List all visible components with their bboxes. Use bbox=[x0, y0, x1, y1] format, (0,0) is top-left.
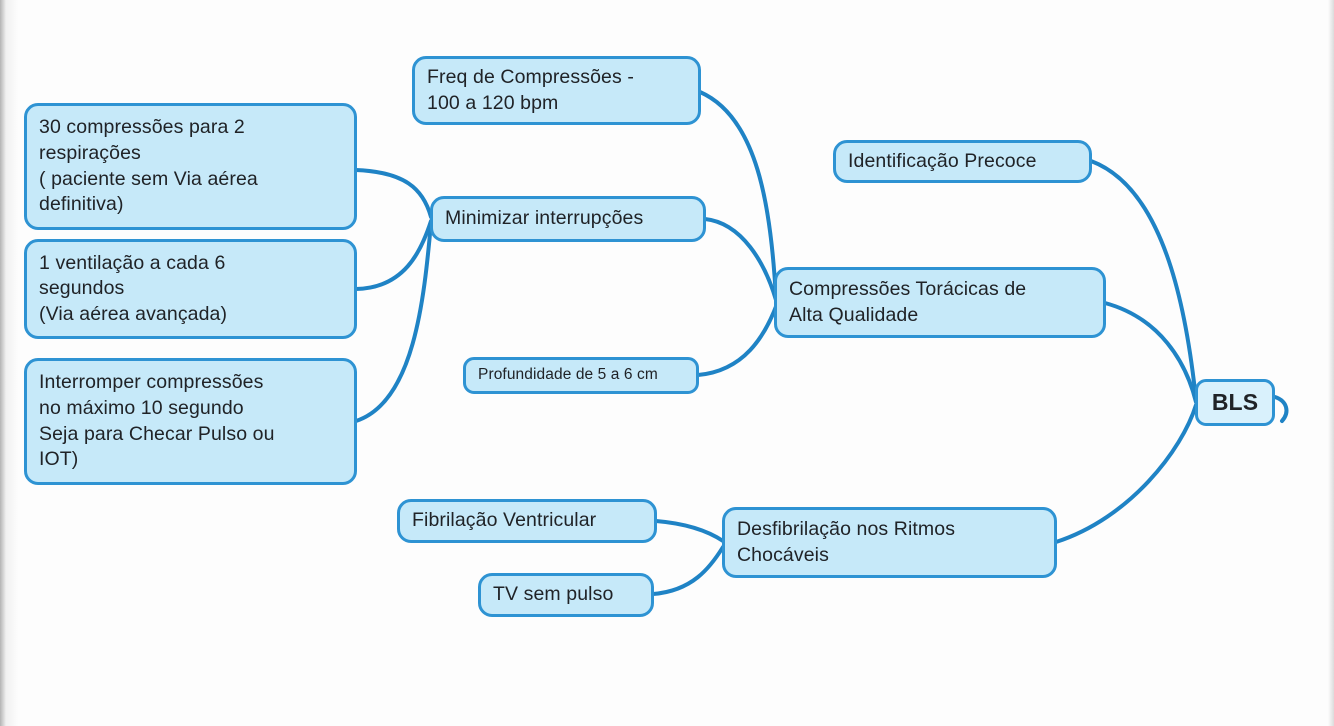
node-label: Profundidade de 5 a 6 cm bbox=[478, 366, 658, 384]
connector-ventilacao-minimizar bbox=[354, 219, 433, 291]
connector-comp30-minimizar bbox=[354, 168, 433, 219]
node-profundidade[interactable]: Profundidade de 5 a 6 cm bbox=[463, 357, 699, 394]
connector-minimizar-comptoracicas bbox=[703, 217, 778, 302]
connector-comptoracicas-bls bbox=[1103, 301, 1198, 404]
connector-interromper-minimizar bbox=[354, 221, 433, 423]
node-label: TV sem pulso bbox=[493, 583, 614, 606]
node-label: Interromper compressões no máximo 10 seg… bbox=[39, 371, 275, 471]
connector-fibrilacao-desfibrilacao bbox=[654, 519, 725, 543]
root-label: BLS bbox=[1211, 389, 1259, 416]
node-root-bls[interactable]: BLS bbox=[1195, 379, 1275, 426]
node-label: Identificação Precoce bbox=[848, 149, 1037, 172]
node-compressoes-toracicas[interactable]: Compressões Torácicas de Alta Qualidade bbox=[774, 267, 1106, 338]
node-label: Compressões Torácicas de Alta Qualidade bbox=[789, 277, 1027, 326]
node-label: Desfibrilação nos Ritmos Chocáveis bbox=[737, 517, 956, 566]
connector-bls-stub bbox=[1273, 395, 1289, 423]
node-desfibrilacao-ritmos[interactable]: Desfibrilação nos Ritmos Chocáveis bbox=[722, 507, 1057, 578]
node-label: Fibrilação Ventricular bbox=[412, 509, 597, 532]
node-freq-compressoes[interactable]: Freq de Compressões - 100 a 120 bpm bbox=[412, 56, 701, 125]
node-tv-sem-pulso[interactable]: TV sem pulso bbox=[478, 573, 654, 617]
node-label: Freq de Compressões - 100 a 120 bpm bbox=[427, 65, 634, 114]
connector-tvsempulso-desfibrilacao bbox=[651, 545, 725, 596]
connector-desfibrilacao-bls bbox=[1054, 403, 1198, 544]
node-1-ventilacao[interactable]: 1 ventilação a cada 6 segundos (Via aére… bbox=[24, 239, 357, 339]
node-minimizar-interrupcoes[interactable]: Minimizar interrupções bbox=[430, 196, 706, 242]
node-30-compressoes[interactable]: 30 compressões para 2 respirações ( paci… bbox=[24, 103, 357, 230]
node-interromper-compressoes[interactable]: Interromper compressões no máximo 10 seg… bbox=[24, 358, 357, 485]
node-label: 1 ventilação a cada 6 segundos (Via aére… bbox=[39, 251, 228, 325]
node-fibrilacao-ventricular[interactable]: Fibrilação Ventricular bbox=[397, 499, 657, 543]
connector-profundidade-comptoracicas bbox=[696, 302, 779, 377]
node-identificacao-precoce[interactable]: Identificação Precoce bbox=[833, 140, 1092, 183]
node-label: Minimizar interrupções bbox=[445, 207, 644, 230]
node-label: 30 compressões para 2 respirações ( paci… bbox=[39, 116, 258, 216]
connector-identificacao-bls bbox=[1089, 159, 1198, 402]
connector-freq-comptoracicas bbox=[698, 90, 778, 301]
